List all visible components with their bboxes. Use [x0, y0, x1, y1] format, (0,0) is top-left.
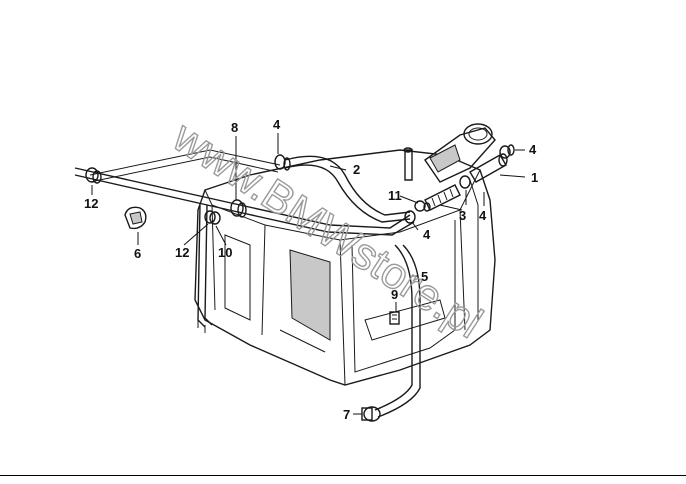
hose-clamp-top: [274, 154, 291, 171]
grommet-12-left: [85, 167, 102, 184]
end-cap-7: [361, 406, 381, 422]
leader-lines: [91, 133, 526, 415]
hose-clamp-right: [499, 144, 515, 159]
fuel-line-main: [74, 149, 415, 328]
label-part-4-right-upper: 4: [529, 142, 537, 157]
clip-9: [389, 311, 400, 325]
hose-clamp-mid: [459, 175, 471, 189]
grommet-12-mid: [204, 210, 216, 224]
label-part-8: 8: [231, 120, 238, 135]
label-part-4-right-lower: 4: [479, 208, 487, 223]
hose-3: [424, 184, 461, 211]
label-part-3: 3: [459, 208, 466, 223]
label-part-12-mid: 12: [175, 245, 189, 260]
label-part-7: 7: [343, 407, 350, 422]
bottom-divider: [0, 475, 686, 476]
label-part-10: 10: [218, 245, 232, 260]
label-part-2: 2: [353, 162, 360, 177]
hose-5: [374, 244, 421, 418]
label-part-9: 9: [391, 287, 398, 302]
label-part-11: 11: [388, 188, 402, 203]
hose-clamp-lower: [404, 210, 416, 224]
label-part-5: 5: [421, 269, 428, 284]
label-part-12-left: 12: [84, 196, 98, 211]
clamp-6: [124, 206, 147, 230]
connector-11: [414, 200, 431, 212]
filler-neck: [403, 123, 496, 183]
fuel-tank: [194, 149, 496, 386]
label-part-4-top: 4: [273, 117, 281, 132]
label-part-6: 6: [134, 246, 141, 261]
label-part-1: 1: [531, 170, 538, 185]
label-part-4-mid: 4: [423, 227, 431, 242]
hose-2: [284, 155, 411, 223]
pipe-1: [469, 153, 508, 183]
sleeve-10: [209, 211, 221, 225]
grommet-8: [230, 199, 247, 218]
